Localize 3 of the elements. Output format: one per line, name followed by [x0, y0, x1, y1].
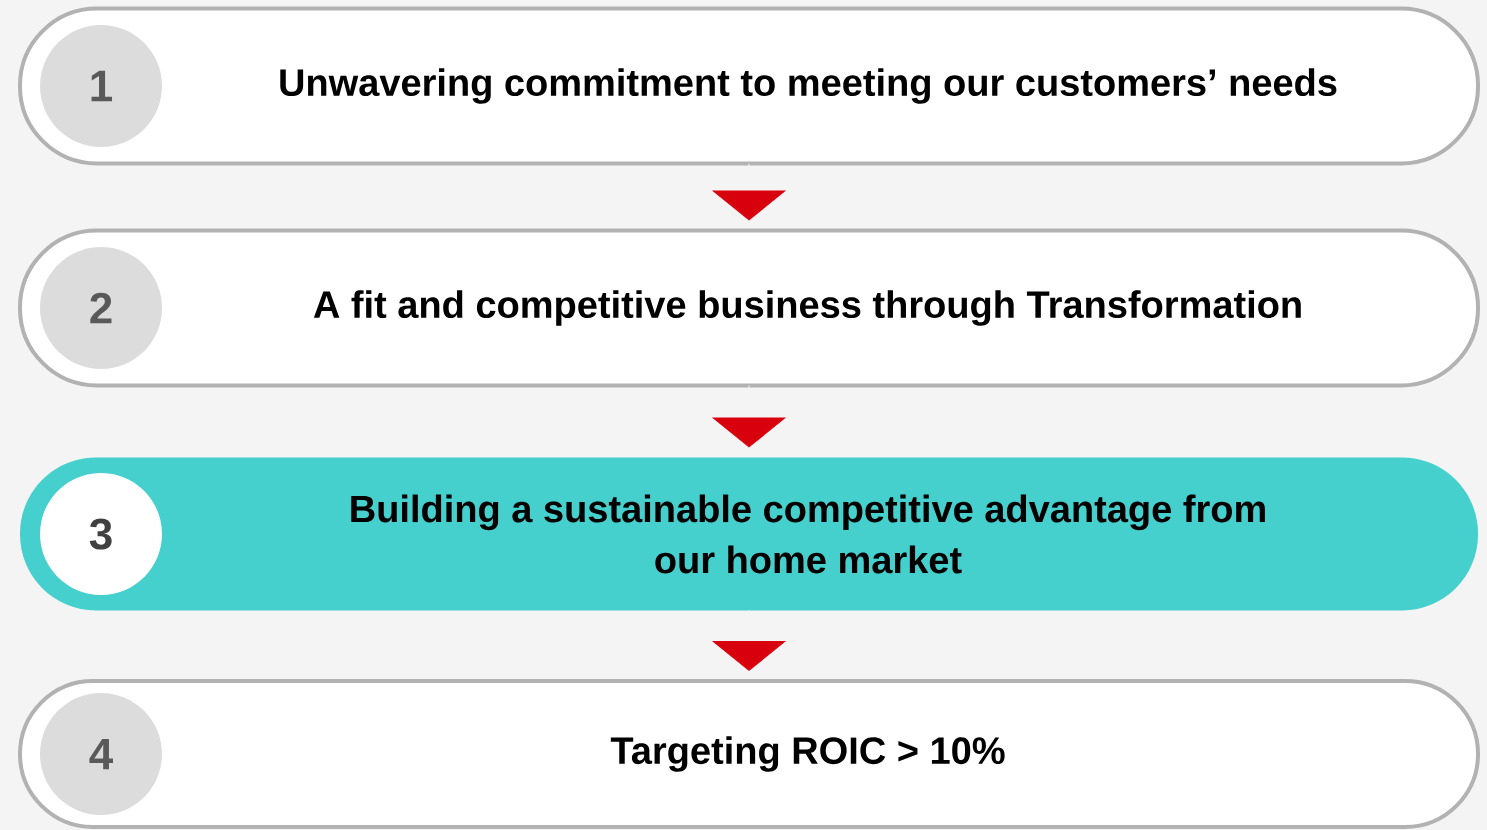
arrow	[712, 385, 786, 448]
arrow	[712, 610, 786, 671]
arrow	[712, 163, 786, 221]
